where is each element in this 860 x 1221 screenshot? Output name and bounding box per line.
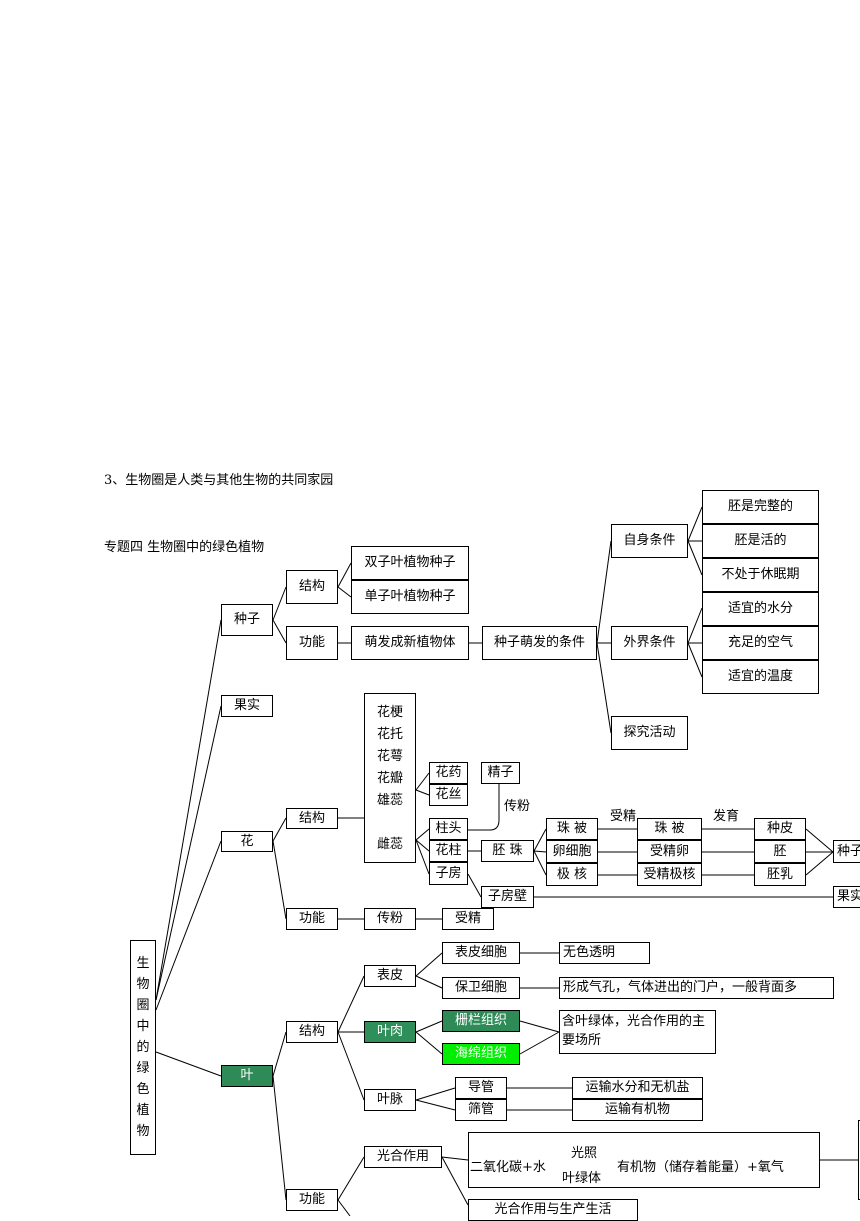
equation-condition-light: 光照 bbox=[571, 1146, 598, 1161]
organic-transport-box: 运输有机物 bbox=[572, 1099, 703, 1121]
seed-output-box: 种子 bbox=[833, 840, 860, 863]
water-box: 适宜的水分 bbox=[702, 592, 819, 626]
production-life-box: 光合作用与生产生活 bbox=[468, 1199, 638, 1221]
spongy-tissue-box: 海绵组织 bbox=[442, 1043, 520, 1065]
integument2-box: 珠 被 bbox=[637, 818, 702, 840]
seed-structure-box: 结构 bbox=[286, 570, 338, 604]
root-char: 物 bbox=[136, 977, 150, 992]
dicot-seed-box: 双子叶植物种子 bbox=[351, 546, 469, 580]
water-transport-box: 运输水分和无机盐 bbox=[572, 1077, 703, 1099]
air-box: 充足的空气 bbox=[702, 626, 819, 660]
stomata-box: 形成气孔，气体进出的门户，一般背面多 bbox=[559, 977, 834, 999]
flower-part: 雌蕊 bbox=[376, 837, 403, 852]
integument-box: 珠 被 bbox=[546, 818, 598, 840]
sperm-box: 精子 bbox=[481, 762, 520, 784]
leaf-function-box: 功能 bbox=[286, 1189, 338, 1211]
equation-condition-chloroplast: 叶绿体 bbox=[562, 1171, 602, 1186]
colorless-box: 无色透明 bbox=[559, 942, 650, 964]
anther-box: 花药 bbox=[429, 762, 468, 784]
vein-box: 叶脉 bbox=[364, 1089, 416, 1111]
ovary-wall-box: 子房壁 bbox=[481, 886, 534, 908]
guard-cell-box: 保卫细胞 bbox=[442, 977, 520, 999]
epidermal-cell-box: 表皮细胞 bbox=[442, 942, 520, 964]
mesophyll-box: 叶肉 bbox=[364, 1021, 416, 1043]
embryo-alive-box: 胚是活的 bbox=[702, 524, 819, 558]
egg-cell-box: 卵细胞 bbox=[546, 840, 598, 863]
root-char: 植 bbox=[136, 1103, 150, 1118]
pollinate-box: 传粉 bbox=[364, 908, 416, 930]
root-char: 物 bbox=[136, 1124, 150, 1139]
root-char: 绿 bbox=[136, 1061, 150, 1076]
stigma-box: 柱头 bbox=[429, 818, 468, 840]
self-conditions-box: 自身条件 bbox=[611, 524, 688, 558]
leaf-box: 叶 bbox=[221, 1065, 273, 1087]
fruit-output-box: 果实 bbox=[833, 886, 860, 908]
palisade-tissue-box: 栅栏组织 bbox=[442, 1010, 520, 1032]
seed-box: 种子 bbox=[221, 604, 273, 636]
polar-nuclei-box: 极 核 bbox=[546, 863, 598, 886]
style-box: 花柱 bbox=[429, 840, 468, 862]
fertilized-polar-box: 受精极核 bbox=[637, 863, 702, 886]
section-heading: 3、生物圈是人类与其他生物的共同家园 bbox=[104, 473, 334, 488]
germination-conditions-box: 种子萌发的条件 bbox=[482, 626, 597, 660]
fruit-box: 果实 bbox=[221, 695, 273, 717]
flower-function-box: 功能 bbox=[286, 908, 338, 930]
embryo-box: 胚 bbox=[754, 840, 806, 863]
root-box: 生 物 圈 中 的 绿 色 植 物 bbox=[130, 940, 156, 1155]
root-char: 生 bbox=[136, 956, 150, 971]
zygote-box: 受精卵 bbox=[637, 840, 702, 863]
flower-structure-box: 结构 bbox=[286, 808, 338, 829]
develop-plant-box: 萌发成新植物体 bbox=[351, 626, 469, 660]
root-char: 色 bbox=[136, 1082, 150, 1097]
monocot-seed-box: 单子叶植物种子 bbox=[351, 580, 469, 614]
leaf-structure-box: 结构 bbox=[286, 1021, 338, 1043]
temperature-box: 适宜的温度 bbox=[702, 660, 819, 694]
filament-box: 花丝 bbox=[429, 784, 468, 806]
photosynthesis-equation-box bbox=[468, 1132, 820, 1188]
chloroplast-box: 含叶绿体，光合作用的主要场所 bbox=[559, 1010, 716, 1054]
external-conditions-box: 外界条件 bbox=[611, 626, 688, 660]
explore-activity-box: 探究活动 bbox=[611, 716, 688, 750]
fertilization-box: 受精 bbox=[442, 908, 494, 930]
cutoff-box bbox=[858, 1120, 860, 1200]
ovule-box: 胚 珠 bbox=[481, 840, 534, 862]
pollination-label: 传粉 bbox=[504, 799, 531, 814]
not-dormant-box: 不处于休眠期 bbox=[702, 558, 819, 592]
root-char: 的 bbox=[136, 1040, 150, 1055]
root-char: 中 bbox=[136, 1019, 150, 1034]
develop-label: 发育 bbox=[713, 809, 740, 824]
flower-part: 花托 bbox=[376, 727, 403, 742]
topic-title: 专题四 生物圈中的绿色植物 bbox=[104, 540, 265, 555]
sieve-tube-box: 筛管 bbox=[455, 1099, 507, 1121]
embryo-complete-box: 胚是完整的 bbox=[702, 490, 819, 524]
flower-parts-box: 花梗 花托 花萼 花瓣 雄蕊 雌蕊 bbox=[364, 693, 416, 863]
flower-part: 花瓣 bbox=[376, 771, 403, 786]
root-char: 圈 bbox=[136, 998, 150, 1013]
endosperm-box: 胚乳 bbox=[754, 863, 806, 886]
flower-box: 花 bbox=[221, 831, 273, 852]
seed-coat-box: 种皮 bbox=[754, 818, 806, 840]
fertilize-label: 受精 bbox=[610, 809, 637, 824]
photosynthesis-box: 光合作用 bbox=[364, 1146, 442, 1168]
equation-left: 二氧化碳+水 bbox=[470, 1160, 546, 1175]
flower-part: 雄蕊 bbox=[376, 793, 403, 808]
seed-function-box: 功能 bbox=[286, 626, 338, 660]
vessel-box: 导管 bbox=[455, 1077, 507, 1099]
flower-part: 花梗 bbox=[376, 705, 403, 720]
ovary-box: 子房 bbox=[429, 862, 468, 885]
flower-part: 花萼 bbox=[376, 749, 403, 764]
epidermis-box: 表皮 bbox=[364, 965, 416, 987]
equation-right: 有机物（储存着能量）+氧气 bbox=[617, 1160, 784, 1175]
